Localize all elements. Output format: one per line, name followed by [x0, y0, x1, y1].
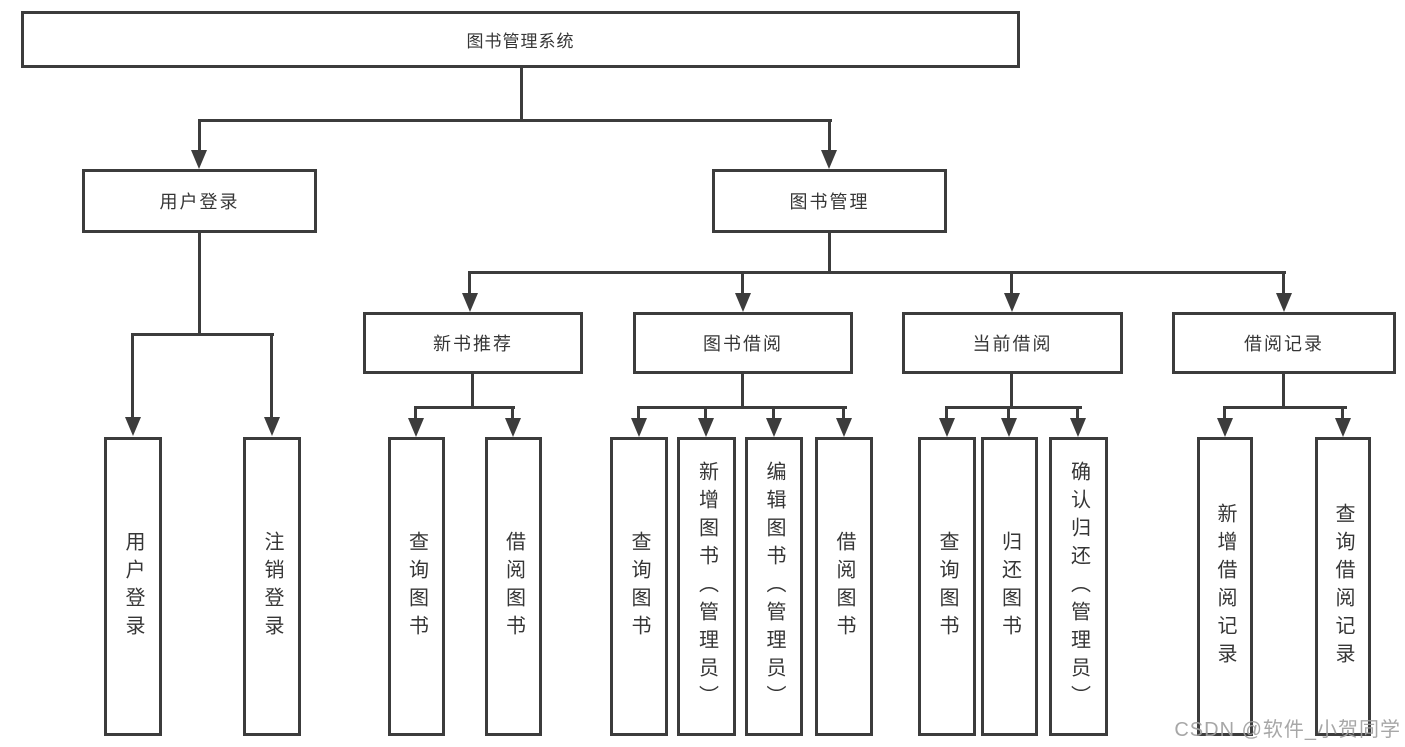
- arrow-down-icon: [735, 293, 751, 312]
- node-library-system: 图书管理系统: [21, 11, 1020, 68]
- arrow-down-icon: [462, 293, 478, 312]
- node-label: 确认归还（管理员）: [1067, 460, 1090, 713]
- connector-drop: [1007, 406, 1010, 419]
- connector-drop: [1282, 271, 1285, 295]
- node-return-books: 归还图书: [981, 437, 1038, 736]
- node-label: 借阅图书: [833, 530, 855, 643]
- node-add-borrow-record: 新增借阅记录: [1197, 437, 1253, 736]
- arrow-down-icon: [766, 418, 782, 437]
- node-logout: 注销登录: [243, 437, 301, 736]
- node-label: 图书管理: [789, 192, 870, 212]
- node-current-borrowing: 当前借阅: [902, 312, 1123, 374]
- node-label: 新增借阅记录: [1214, 502, 1236, 671]
- node-add-book-admin: 新增图书（管理员）: [677, 437, 736, 736]
- connector-drop: [772, 406, 775, 419]
- node-label: 用户登录: [122, 530, 144, 643]
- arrow-down-icon: [1276, 293, 1292, 312]
- node-borrow-books-recommend: 借阅图书: [485, 437, 542, 736]
- node-query-books-recommend: 查询图书: [388, 437, 445, 736]
- arrow-down-icon: [191, 150, 207, 169]
- node-label: 新书推荐: [433, 334, 513, 354]
- connector-bar: [1223, 406, 1347, 409]
- connector-drop: [270, 333, 273, 418]
- connector-stem: [741, 374, 744, 409]
- arrow-down-icon: [1335, 418, 1351, 437]
- arrow-down-icon: [408, 418, 424, 437]
- connector-root-stem: [520, 67, 523, 120]
- arrow-down-icon: [1217, 418, 1233, 437]
- connector-drop: [198, 119, 201, 152]
- connector-bar: [945, 406, 1082, 409]
- node-user-login: 用户登录: [104, 437, 162, 736]
- connector-stem: [1282, 374, 1285, 409]
- arrow-down-icon: [631, 418, 647, 437]
- node-label: 查询图书: [628, 530, 650, 643]
- node-borrowing-records: 借阅记录: [1172, 312, 1396, 374]
- connector-drop: [842, 406, 845, 419]
- node-label: 借阅记录: [1244, 334, 1324, 354]
- connector-drop: [637, 406, 640, 419]
- connector-bookmgmt-bar: [468, 271, 1286, 274]
- connector-drop: [945, 406, 948, 419]
- connector-drop: [1076, 406, 1079, 419]
- connector-drop: [511, 406, 514, 419]
- arrow-down-icon: [836, 418, 852, 437]
- node-confirm-return-admin: 确认归还（管理员）: [1049, 437, 1108, 736]
- node-new-book-recommendation: 新书推荐: [363, 312, 583, 374]
- connector-drop: [1223, 406, 1226, 419]
- node-query-books-current: 查询图书: [918, 437, 976, 736]
- connector-stem: [1010, 374, 1013, 409]
- arrow-down-icon: [505, 418, 521, 437]
- node-query-borrow-record: 查询借阅记录: [1315, 437, 1371, 736]
- node-label: 当前借阅: [972, 334, 1053, 354]
- arrow-down-icon: [1001, 418, 1017, 437]
- arrow-down-icon: [264, 417, 280, 436]
- node-edit-book-admin: 编辑图书（管理员）: [745, 437, 803, 736]
- connector-drop: [1010, 271, 1013, 295]
- node-label: 图书管理系统: [466, 32, 575, 51]
- arrow-down-icon: [125, 417, 141, 436]
- connector-drop: [828, 119, 831, 152]
- connector-root-bar: [198, 119, 832, 122]
- node-user-login-branch: 用户登录: [82, 169, 317, 233]
- connector-drop: [468, 271, 471, 295]
- node-label: 图书借阅: [703, 334, 783, 354]
- node-book-management: 图书管理: [712, 169, 947, 233]
- node-label: 用户登录: [159, 192, 240, 212]
- node-label: 借阅图书: [502, 530, 525, 643]
- arrow-down-icon: [1070, 418, 1086, 437]
- arrow-down-icon: [821, 150, 837, 169]
- connector-userlogin-bar: [131, 333, 274, 336]
- connector-stem: [471, 374, 474, 409]
- arrow-down-icon: [698, 418, 714, 437]
- node-label: 查询借阅记录: [1332, 502, 1354, 671]
- connector-bar: [414, 406, 515, 409]
- node-label: 查询图书: [936, 530, 958, 643]
- node-label: 注销登录: [261, 530, 283, 643]
- connector-drop: [704, 406, 707, 419]
- connector-drop: [741, 271, 744, 295]
- connector-bookmgmt-stem: [828, 233, 831, 274]
- node-book-borrowing: 图书借阅: [633, 312, 853, 374]
- arrow-down-icon: [939, 418, 955, 437]
- node-label: 查询图书: [405, 530, 428, 643]
- connector-userlogin-stem: [198, 233, 201, 335]
- node-label: 归还图书: [998, 530, 1021, 643]
- node-borrow-books-borrowing: 借阅图书: [815, 437, 873, 736]
- node-label: 编辑图书（管理员）: [763, 460, 785, 713]
- connector-drop: [131, 333, 134, 418]
- connector-bar: [637, 406, 847, 409]
- arrow-down-icon: [1004, 293, 1020, 312]
- connector-drop: [414, 406, 417, 419]
- connector-drop: [1341, 406, 1344, 419]
- node-label: 新增图书（管理员）: [695, 460, 718, 713]
- node-query-books-borrowing: 查询图书: [610, 437, 668, 736]
- csdn-watermark: CSDN @软件_小贺同学: [1174, 719, 1401, 741]
